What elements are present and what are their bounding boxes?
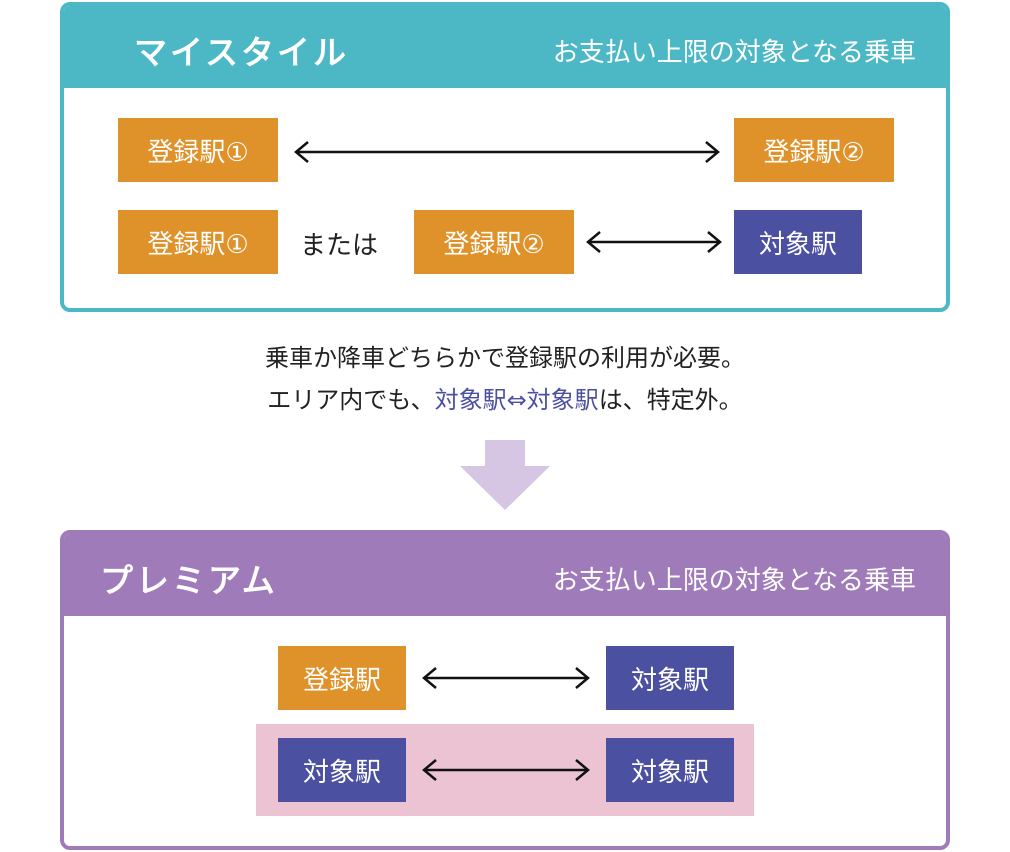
double-arrow-icon xyxy=(586,231,722,253)
note-line-2-highlight: 対象駅⇔対象駅 xyxy=(434,386,599,414)
mystyle-row1-right-station: 登録駅② xyxy=(734,118,894,182)
mystyle-row2-station-b: 登録駅② xyxy=(414,210,574,274)
mystyle-title: マイスタイル xyxy=(134,33,350,72)
premium-panel: プレミアム お支払い上限の対象となる乗車 xyxy=(60,530,950,850)
premium-row2-right-target-station: 対象駅 xyxy=(606,738,734,802)
mystyle-row2-target-station: 対象駅 xyxy=(734,210,862,274)
or-text: または xyxy=(300,231,379,261)
premium-row2-left-target-station: 対象駅 xyxy=(278,738,406,802)
note-line-2: エリア内でも、対象駅⇔対象駅は、特定外。 xyxy=(0,380,1010,420)
double-arrow-icon xyxy=(422,667,590,689)
premium-header: プレミアム お支払い上限の対象となる乗車 xyxy=(64,534,946,616)
mystyle-row2-station-a: 登録駅① xyxy=(118,210,278,274)
down-arrow-icon xyxy=(460,440,550,510)
premium-row1-registered-station: 登録駅 xyxy=(278,646,406,710)
premium-subtitle: お支払い上限の対象となる乗車 xyxy=(552,566,916,596)
note-line-2-prefix: エリア内でも、 xyxy=(267,386,435,414)
mystyle-row1-left-station: 登録駅① xyxy=(118,118,278,182)
double-arrow-icon xyxy=(294,141,720,163)
note-line-2-suffix: は、特定外。 xyxy=(598,386,743,414)
premium-row1-target-station: 対象駅 xyxy=(606,646,734,710)
note-line-1: 乗車か降車どちらかで登録駅の利用が必要。 xyxy=(265,344,745,372)
mystyle-header: マイスタイル お支払い上限の対象となる乗車 xyxy=(64,6,946,88)
double-arrow-icon xyxy=(422,759,590,781)
mystyle-subtitle: お支払い上限の対象となる乗車 xyxy=(552,38,916,68)
premium-title: プレミアム xyxy=(100,561,278,600)
